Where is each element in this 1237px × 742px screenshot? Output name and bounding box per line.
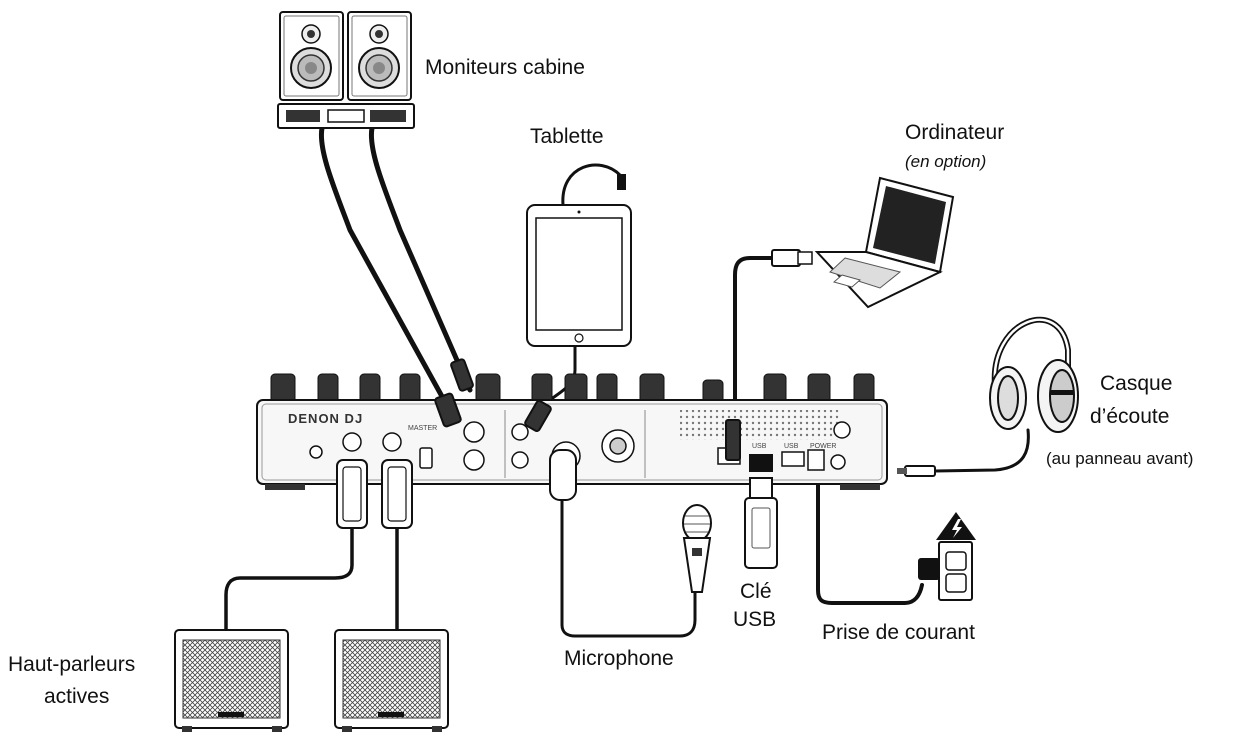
amplifier bbox=[277, 103, 415, 129]
controller-brand: DENON DJ bbox=[288, 411, 363, 426]
active-speaker-left bbox=[174, 629, 289, 732]
label-headphones-1: Casque bbox=[1100, 372, 1172, 395]
monitor-speaker-left bbox=[279, 11, 344, 101]
xlr-connectors bbox=[336, 459, 413, 529]
panel-label-power: POWER bbox=[810, 443, 836, 450]
label-computer-note: (en option) bbox=[905, 152, 986, 171]
headphone-jack bbox=[897, 465, 936, 477]
usb-plug-computer bbox=[771, 249, 813, 267]
power-cable bbox=[816, 478, 924, 605]
high-voltage-warning-icon bbox=[936, 512, 976, 540]
tablet bbox=[526, 174, 632, 347]
label-usb-1: Clé bbox=[740, 580, 772, 603]
label-speakers-2: actives bbox=[44, 685, 109, 708]
label-usb-2: USB bbox=[733, 608, 776, 631]
panel-label-master: MASTER bbox=[408, 425, 437, 432]
active-speaker-right bbox=[334, 629, 449, 732]
label-power: Prise de courant bbox=[822, 621, 975, 644]
booth-monitors bbox=[277, 11, 415, 129]
label-tablet: Tablette bbox=[530, 125, 604, 148]
monitor-cable-left bbox=[318, 125, 458, 423]
speaker-cable-left bbox=[224, 523, 354, 632]
panel-label-usb-1: USB bbox=[752, 443, 767, 450]
microphone-device bbox=[682, 504, 712, 593]
label-monitors: Moniteurs cabine bbox=[425, 56, 585, 79]
label-headphones-2: d’écoute bbox=[1090, 405, 1169, 428]
label-headphones-note: (au panneau avant) bbox=[1046, 449, 1193, 468]
power-outlet bbox=[918, 512, 976, 601]
mic-connector bbox=[549, 449, 577, 501]
label-microphone: Microphone bbox=[564, 647, 674, 670]
controller-connectors bbox=[434, 358, 773, 472]
label-speakers-1: Haut-parleurs bbox=[8, 653, 135, 676]
controller-grille bbox=[680, 410, 840, 440]
headphone-cable bbox=[933, 428, 1030, 473]
cables bbox=[224, 125, 1030, 638]
laptop bbox=[814, 176, 955, 309]
panel-label-usb-2: USB bbox=[784, 443, 799, 450]
computer-usb-cable bbox=[733, 256, 780, 422]
headphones bbox=[989, 316, 1079, 433]
controller-knobs bbox=[270, 373, 875, 405]
microphone-cable bbox=[560, 498, 697, 638]
monitor-speaker-right bbox=[347, 11, 412, 101]
monitor-cable-right bbox=[368, 125, 473, 393]
label-computer: Ordinateur bbox=[905, 121, 1004, 144]
tablet-top-cable bbox=[561, 163, 622, 207]
usb-stick bbox=[744, 477, 778, 569]
